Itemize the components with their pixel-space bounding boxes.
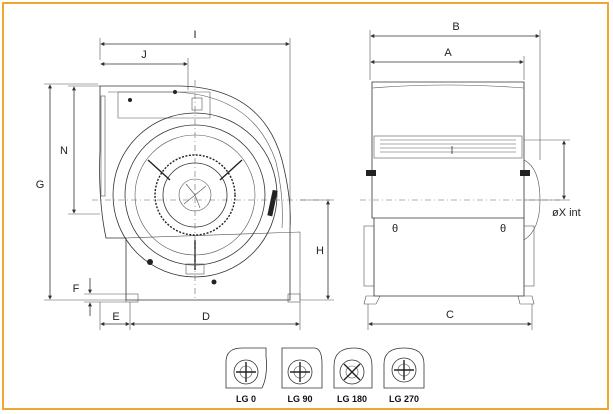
inlet-cylinder (373, 135, 523, 159)
bolt-mark: θ (500, 223, 506, 235)
side-housing-top-curve (371, 84, 525, 89)
diagram-frame (2, 2, 609, 410)
flange-left (366, 170, 376, 176)
dim-label-i: I (193, 29, 196, 41)
flange-right (520, 170, 530, 176)
mounting-plate (117, 91, 211, 119)
orientation-lg-270 (383, 347, 425, 389)
front-view-dimensions: I J N G H F E D (36, 29, 334, 330)
side-view: θ θ (360, 81, 560, 305)
bolt (128, 98, 132, 102)
side-foot-right (517, 295, 535, 305)
bolt (147, 259, 153, 265)
orientation-label-lg-90: LG 90 (287, 394, 312, 404)
dim-label-f: F (73, 283, 80, 295)
dim-label-c: C (446, 309, 454, 321)
side-panel-right (523, 225, 535, 287)
dim-label-h: H (316, 245, 324, 257)
orientation-lg-180 (333, 347, 373, 389)
orientation-lg-90 (281, 347, 323, 389)
dim-label-g: G (36, 179, 45, 191)
inlet-ribs (380, 139, 516, 153)
dim-label-j: J (141, 49, 147, 61)
dim-label-a: A (444, 47, 452, 59)
bolt (211, 279, 217, 285)
dim-label-n: N (60, 145, 68, 157)
bolt-mark: θ (392, 223, 398, 235)
mounting-tab (191, 97, 203, 111)
dim-label-b: B (452, 21, 459, 33)
housing-side-bar (100, 95, 106, 197)
base-plate (125, 231, 301, 300)
side-panel-left (363, 225, 375, 287)
front-view (92, 80, 330, 303)
housing-outline (99, 85, 291, 301)
dim-label-e: E (112, 311, 119, 323)
dim-label-x: øX int (552, 207, 581, 219)
side-foot-left (363, 295, 381, 305)
orientation-icons: LG 0 LG 90 LG 180 LG 270 (225, 347, 425, 404)
orientation-lg-0 (225, 347, 267, 389)
side-view-dimensions: B A øX int C (367, 21, 581, 330)
rotor-teeth (154, 154, 236, 236)
fan-blades (183, 183, 207, 209)
bolt (173, 90, 177, 94)
orientation-label-lg-180: LG 180 (337, 394, 367, 404)
side-housing-upper (371, 81, 525, 219)
dim-label-d: D (202, 311, 210, 323)
outlet-handle (267, 189, 278, 217)
housing-inner-line (108, 91, 283, 229)
orientation-label-lg-270: LG 270 (389, 394, 419, 404)
foot-right (287, 293, 301, 303)
foot-left (125, 293, 139, 303)
orientation-label-lg-0: LG 0 (236, 394, 256, 404)
